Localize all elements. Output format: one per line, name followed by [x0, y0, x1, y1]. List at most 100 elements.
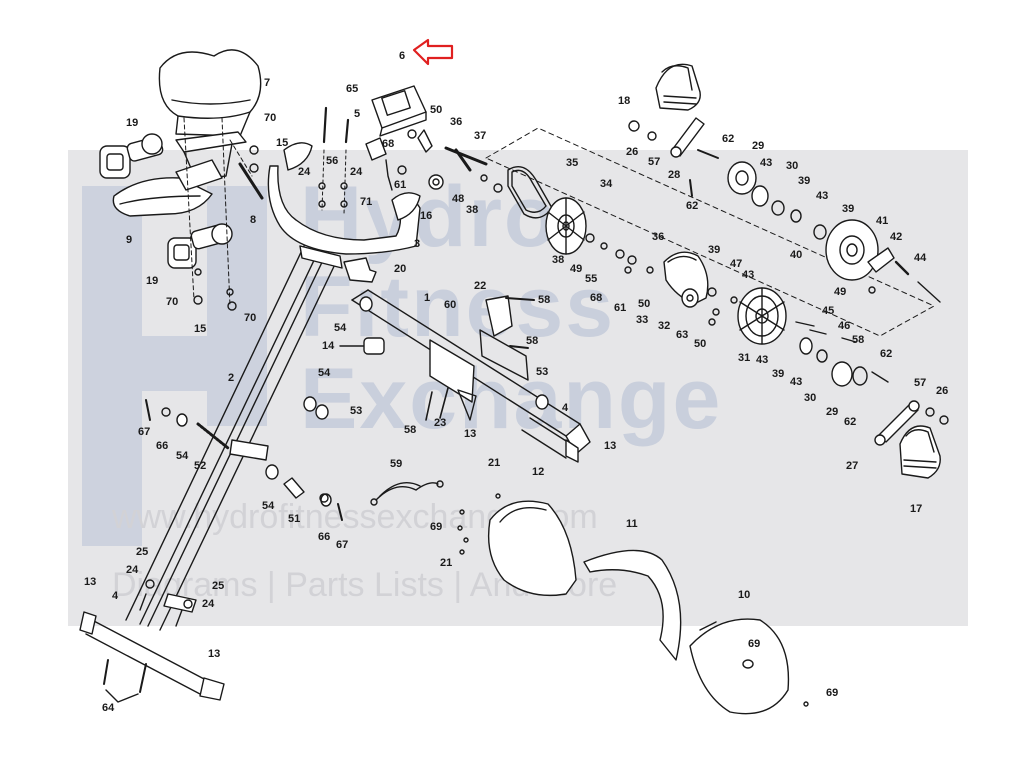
console-side-parts	[397, 129, 472, 190]
callout-16: 16	[420, 210, 433, 222]
left-pedal-part	[655, 63, 701, 111]
callout-57: 57	[914, 377, 927, 389]
callout-66: 66	[318, 531, 331, 543]
callout-9: 9	[126, 234, 133, 246]
callout-51: 51	[288, 513, 301, 525]
callout-59: 59	[390, 458, 403, 470]
callout-65: 65	[346, 83, 359, 95]
callout-20: 20	[394, 263, 407, 275]
callout-41: 41	[876, 215, 889, 227]
callout-56: 56	[326, 155, 339, 167]
callout-66: 66	[156, 440, 169, 452]
callout-39: 39	[772, 368, 785, 380]
callout-30: 30	[804, 392, 817, 404]
callout-50: 50	[430, 104, 443, 116]
right-crank-hardware	[795, 321, 889, 387]
callout-37: 37	[474, 130, 487, 142]
callout-6: 6	[399, 50, 406, 62]
callout-1: 1	[424, 292, 431, 304]
callout-28: 28	[668, 169, 681, 181]
drive-washers	[585, 233, 738, 326]
callout-57: 57	[648, 156, 661, 168]
callout-62: 62	[722, 133, 735, 145]
callout-30: 30	[786, 160, 799, 172]
callout-71: 71	[360, 196, 373, 208]
callout-64: 64	[102, 702, 115, 714]
callout-70: 70	[166, 296, 179, 308]
callout-48: 48	[452, 193, 465, 205]
callout-61: 61	[394, 179, 407, 191]
seat-knob-upper	[99, 133, 164, 179]
callout-12: 12	[532, 466, 545, 478]
callout-25: 25	[136, 546, 149, 558]
drive-belt-part	[507, 166, 553, 219]
small-pulley-part	[545, 197, 587, 255]
callout-69: 69	[748, 638, 761, 650]
callout-52: 52	[194, 460, 207, 472]
seat-part	[158, 49, 262, 137]
flywheel-part	[825, 219, 941, 303]
callout-24: 24	[298, 166, 311, 178]
handlebar-part	[267, 142, 421, 255]
callout-25: 25	[212, 580, 225, 592]
callout-47: 47	[730, 258, 743, 270]
callout-58: 58	[404, 424, 417, 436]
callout-58: 58	[526, 335, 539, 347]
left-shroud-part	[457, 493, 577, 597]
callout-39: 39	[798, 175, 811, 187]
callout-5: 5	[354, 108, 361, 120]
highlight-arrow-icon	[412, 38, 454, 66]
axle-hardware-left	[145, 399, 343, 521]
wire-harness-part	[370, 480, 444, 506]
callout-26: 26	[626, 146, 639, 158]
callout-45: 45	[822, 305, 835, 317]
callout-43: 43	[756, 354, 769, 366]
front-stabilizer-part	[79, 579, 225, 703]
callout-43: 43	[790, 376, 803, 388]
callout-13: 13	[604, 440, 617, 452]
console-part	[365, 85, 427, 191]
sensor-bracket-part	[343, 257, 377, 283]
callout-38: 38	[552, 254, 565, 266]
callout-27: 27	[846, 460, 859, 472]
callout-19: 19	[146, 275, 159, 287]
callout-54: 54	[334, 322, 347, 334]
callout-8: 8	[250, 214, 257, 226]
callout-46: 46	[838, 320, 851, 332]
callout-54: 54	[318, 367, 331, 379]
callout-10: 10	[738, 589, 751, 601]
drive-assembly-box	[485, 127, 935, 337]
callout-13: 13	[208, 648, 221, 660]
callout-62: 62	[880, 348, 893, 360]
callout-24: 24	[202, 598, 215, 610]
callout-2: 2	[228, 372, 235, 384]
left-crank-arm-part	[628, 117, 705, 158]
callout-54: 54	[176, 450, 189, 462]
callout-24: 24	[126, 564, 139, 576]
callout-62: 62	[686, 200, 699, 212]
callout-42: 42	[890, 231, 903, 243]
callout-32: 32	[658, 320, 671, 332]
callout-39: 39	[708, 244, 721, 256]
callout-7: 7	[264, 77, 271, 89]
right-pedal-part	[899, 425, 941, 479]
callout-17: 17	[910, 503, 923, 515]
handlebar-bolts	[318, 106, 350, 215]
callout-53: 53	[350, 405, 363, 417]
shroud-strip-part	[583, 549, 682, 661]
callout-36: 36	[652, 231, 665, 243]
callout-44: 44	[914, 252, 927, 264]
drive-axle-part	[444, 146, 503, 193]
right-crank-arm-part	[874, 400, 949, 446]
tension-knob-part	[339, 337, 385, 355]
bushing-parts	[176, 296, 549, 507]
callout-23: 23	[434, 417, 447, 429]
callout-68: 68	[590, 292, 603, 304]
callout-69: 69	[430, 521, 443, 533]
callout-54: 54	[262, 500, 275, 512]
callout-68: 68	[382, 138, 395, 150]
main-upright-part	[125, 245, 343, 631]
callout-43: 43	[742, 269, 755, 281]
callout-58: 58	[538, 294, 551, 306]
